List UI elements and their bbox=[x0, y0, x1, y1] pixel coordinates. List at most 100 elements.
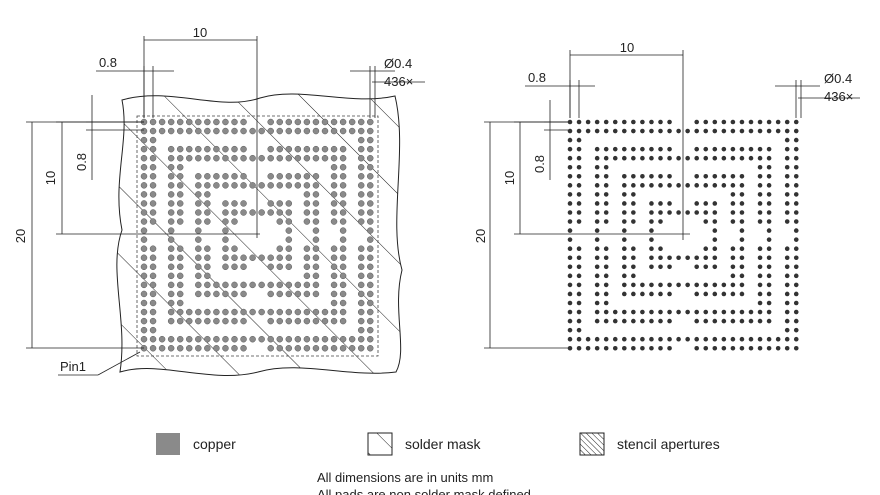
pad bbox=[703, 309, 709, 315]
pad bbox=[321, 308, 329, 316]
pad bbox=[330, 272, 338, 280]
dim-height-outer-label: 20 bbox=[473, 229, 488, 243]
pad bbox=[649, 119, 654, 125]
pad bbox=[240, 127, 247, 135]
pad bbox=[285, 173, 293, 180]
pad bbox=[303, 272, 311, 280]
pad bbox=[367, 154, 374, 162]
pad bbox=[603, 345, 609, 351]
pad bbox=[367, 118, 374, 126]
pad bbox=[631, 345, 636, 351]
dim-count-label: 436× bbox=[384, 74, 413, 89]
pad bbox=[186, 308, 193, 316]
pad bbox=[739, 345, 745, 351]
pad bbox=[367, 173, 374, 180]
pad bbox=[149, 218, 157, 225]
pad bbox=[649, 201, 654, 206]
pad bbox=[222, 127, 229, 135]
pad bbox=[703, 282, 709, 288]
pad bbox=[694, 282, 699, 288]
pad bbox=[276, 118, 283, 126]
pad bbox=[240, 308, 247, 316]
pad bbox=[703, 210, 709, 215]
pad bbox=[594, 300, 600, 306]
pad bbox=[321, 145, 329, 153]
pad bbox=[276, 290, 283, 298]
pad bbox=[757, 291, 763, 297]
pad bbox=[267, 127, 274, 135]
pad bbox=[222, 281, 229, 289]
pad bbox=[784, 327, 790, 333]
pad bbox=[730, 210, 736, 215]
pad bbox=[730, 155, 736, 161]
pad bbox=[167, 308, 175, 316]
pad bbox=[567, 246, 573, 251]
pad bbox=[594, 318, 600, 324]
pad bbox=[603, 174, 609, 179]
pad bbox=[195, 154, 202, 162]
pad bbox=[158, 118, 166, 126]
pad bbox=[339, 182, 347, 189]
pad bbox=[640, 345, 645, 351]
pad bbox=[658, 309, 663, 315]
pad bbox=[730, 345, 736, 351]
pad bbox=[204, 182, 211, 189]
pad bbox=[276, 173, 283, 180]
pad bbox=[357, 281, 365, 289]
pad bbox=[712, 119, 718, 125]
pad bbox=[649, 282, 654, 288]
pad bbox=[567, 291, 573, 297]
pad bbox=[766, 273, 772, 279]
pad bbox=[676, 309, 681, 315]
pad bbox=[176, 335, 184, 343]
pad bbox=[276, 182, 283, 189]
pad bbox=[149, 263, 157, 271]
pad bbox=[294, 290, 302, 298]
pad bbox=[204, 308, 211, 316]
pad bbox=[231, 209, 238, 216]
pad bbox=[784, 174, 790, 179]
pad bbox=[567, 345, 573, 351]
pad bbox=[140, 245, 148, 252]
pad bbox=[258, 127, 265, 135]
pad bbox=[167, 173, 175, 180]
pad bbox=[330, 145, 338, 153]
pad bbox=[231, 118, 238, 126]
pad bbox=[195, 308, 202, 316]
pad bbox=[367, 127, 374, 135]
pad bbox=[231, 263, 238, 271]
pad bbox=[330, 154, 338, 162]
pad bbox=[312, 209, 320, 216]
pad bbox=[258, 281, 265, 289]
pad bbox=[576, 327, 582, 333]
pad bbox=[339, 200, 347, 207]
pad bbox=[330, 335, 338, 343]
pad bbox=[631, 336, 636, 342]
pad bbox=[730, 119, 736, 125]
pad bbox=[576, 345, 582, 351]
pad bbox=[348, 127, 356, 135]
pad bbox=[694, 309, 699, 315]
pad bbox=[149, 345, 157, 352]
pad bbox=[367, 254, 374, 261]
pad bbox=[367, 281, 374, 289]
pad bbox=[712, 219, 718, 224]
pad bbox=[140, 209, 148, 216]
pad bbox=[594, 219, 600, 224]
pad bbox=[721, 309, 727, 315]
pad bbox=[612, 119, 618, 125]
pad bbox=[367, 145, 374, 153]
pad bbox=[703, 119, 709, 125]
pad bbox=[186, 154, 193, 162]
pad bbox=[622, 128, 627, 134]
pad bbox=[730, 255, 736, 261]
pad bbox=[667, 210, 672, 215]
pad bbox=[167, 154, 175, 162]
pad bbox=[240, 173, 247, 180]
pad bbox=[231, 308, 238, 316]
pad bbox=[775, 336, 781, 342]
pad bbox=[793, 345, 799, 351]
pad bbox=[140, 164, 148, 171]
pad bbox=[712, 336, 718, 342]
pad bbox=[312, 145, 320, 153]
